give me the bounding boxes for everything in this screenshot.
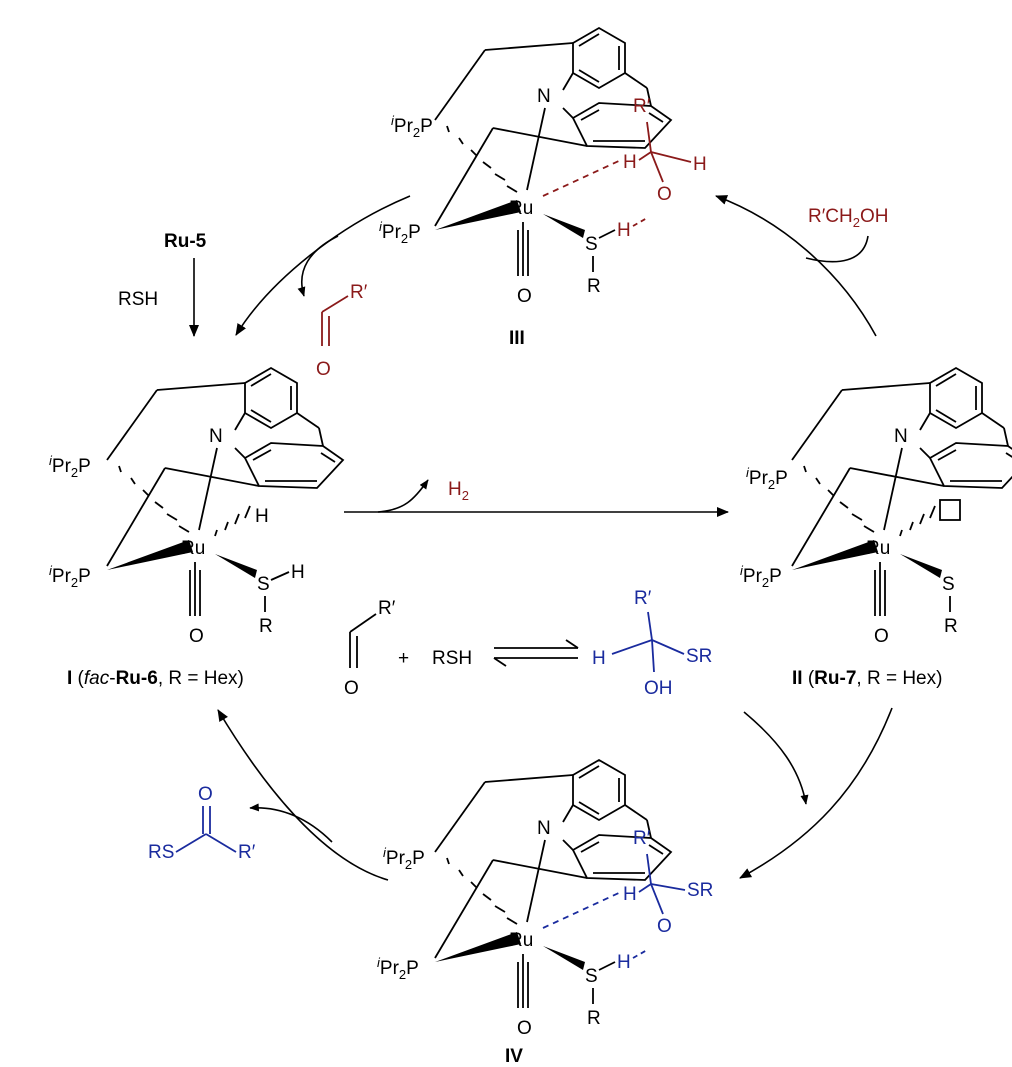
svg-text:R′: R′: [634, 588, 652, 609]
n-atom-I: N: [209, 426, 223, 447]
alcohol-reagent: R′CH2OH: [808, 206, 888, 230]
s-atom-IV: S: [585, 966, 598, 987]
sh-hydrogen-IV: H: [617, 952, 631, 973]
rsh-reagent-middle: RSH: [432, 648, 472, 669]
ru-atom-II: Ru: [866, 538, 890, 559]
n-atom-II: N: [894, 426, 908, 447]
s-atom-II: S: [942, 574, 955, 595]
vacant-site-box: [939, 499, 961, 521]
phosphine-lower-II: iPr2P: [740, 563, 782, 590]
svg-text:O: O: [316, 359, 331, 380]
s-r-group-III: R: [587, 276, 601, 297]
ru-atom-I: Ru: [181, 538, 205, 559]
equilibrium-arrows: [493, 639, 579, 667]
s-r-group-IV: R: [587, 1008, 601, 1029]
svg-text:R′: R′: [350, 282, 368, 303]
substrate-r-IV: R′: [633, 828, 651, 849]
carbonyl-o-II: O: [874, 626, 889, 647]
svg-text:O: O: [344, 678, 359, 699]
s-atom-I: S: [257, 574, 270, 595]
hydride-h-IV: H: [623, 884, 637, 905]
s-r-group-II: R: [944, 616, 958, 637]
hemithioacetal: R′ H SR OH: [592, 588, 712, 699]
ru5-reagent: Ru-5: [164, 231, 207, 252]
hydride-h-III: H: [623, 152, 637, 173]
svg-text:H: H: [592, 648, 606, 669]
svg-text:RS: RS: [148, 842, 174, 863]
aldehyde-product-top: R′ O: [316, 282, 368, 380]
phosphine-lower-I: iPr2P: [49, 563, 91, 590]
substrate-sr-IV: SR: [687, 880, 713, 901]
alcohol-o-III: O: [657, 184, 672, 205]
complex-IV: Ru N iPr2P iPr2P O S R H H R′ SR O IV: [377, 759, 713, 1067]
rsh-reagent-top: RSH: [118, 289, 158, 310]
complex-I: Ru N iPr2P iPr2P O H S H R I (fac-Ru-6, …: [49, 367, 344, 689]
thioester-product: RS O R′: [148, 784, 256, 863]
svg-text:R′: R′: [378, 598, 396, 619]
cycle-arrows: [217, 195, 893, 881]
phosphine-upper-I: iPr2P: [49, 453, 91, 480]
s-r-group-I: R: [259, 616, 273, 637]
sh-hydrogen-I: H: [291, 562, 305, 583]
aldehyde-equilibrium: R′ O: [344, 598, 396, 699]
phosphine-lower-IV: iPr2P: [377, 955, 419, 982]
ru-atom-IV: Ru: [509, 930, 533, 951]
phosphine-upper-III: iPr2P: [391, 113, 433, 140]
complex-III: Ru N iPr2P iPr2P O S R H H R′ H O III: [379, 27, 707, 349]
sh-hydrogen-III: H: [617, 220, 631, 241]
label-IV: IV: [505, 1046, 523, 1067]
phosphine-lower-III: iPr2P: [379, 219, 421, 246]
n-atom-III: N: [537, 86, 551, 107]
label-II: II (Ru-7, R = Hex): [792, 668, 942, 689]
h2-product: H2: [448, 479, 469, 503]
n-atom-IV: N: [537, 818, 551, 839]
complex-II: Ru N iPr2P iPr2P O S R II (Ru-7, R = Hex…: [740, 367, 1012, 689]
carbonyl-o-III: O: [517, 286, 532, 307]
substrate-h-III: H: [693, 154, 707, 175]
hemithioacetal-o-IV: O: [657, 916, 672, 937]
svg-text:OH: OH: [644, 678, 673, 699]
carbonyl-o-IV: O: [517, 1018, 532, 1039]
svg-text:SR: SR: [686, 646, 712, 667]
svg-text:O: O: [198, 784, 213, 805]
substrate-r-III: R′: [633, 96, 651, 117]
s-atom-III: S: [585, 234, 598, 255]
label-I: I (fac-Ru-6, R = Hex): [67, 668, 244, 689]
phosphine-upper-II: iPr2P: [746, 465, 788, 492]
plus-sign: +: [398, 648, 409, 669]
label-III: III: [509, 328, 525, 349]
carbonyl-o-I: O: [189, 626, 204, 647]
svg-text:R′: R′: [238, 842, 256, 863]
phosphine-upper-IV: iPr2P: [383, 845, 425, 872]
ru-atom-III: Ru: [509, 198, 533, 219]
hydride-h-I: H: [255, 506, 269, 527]
